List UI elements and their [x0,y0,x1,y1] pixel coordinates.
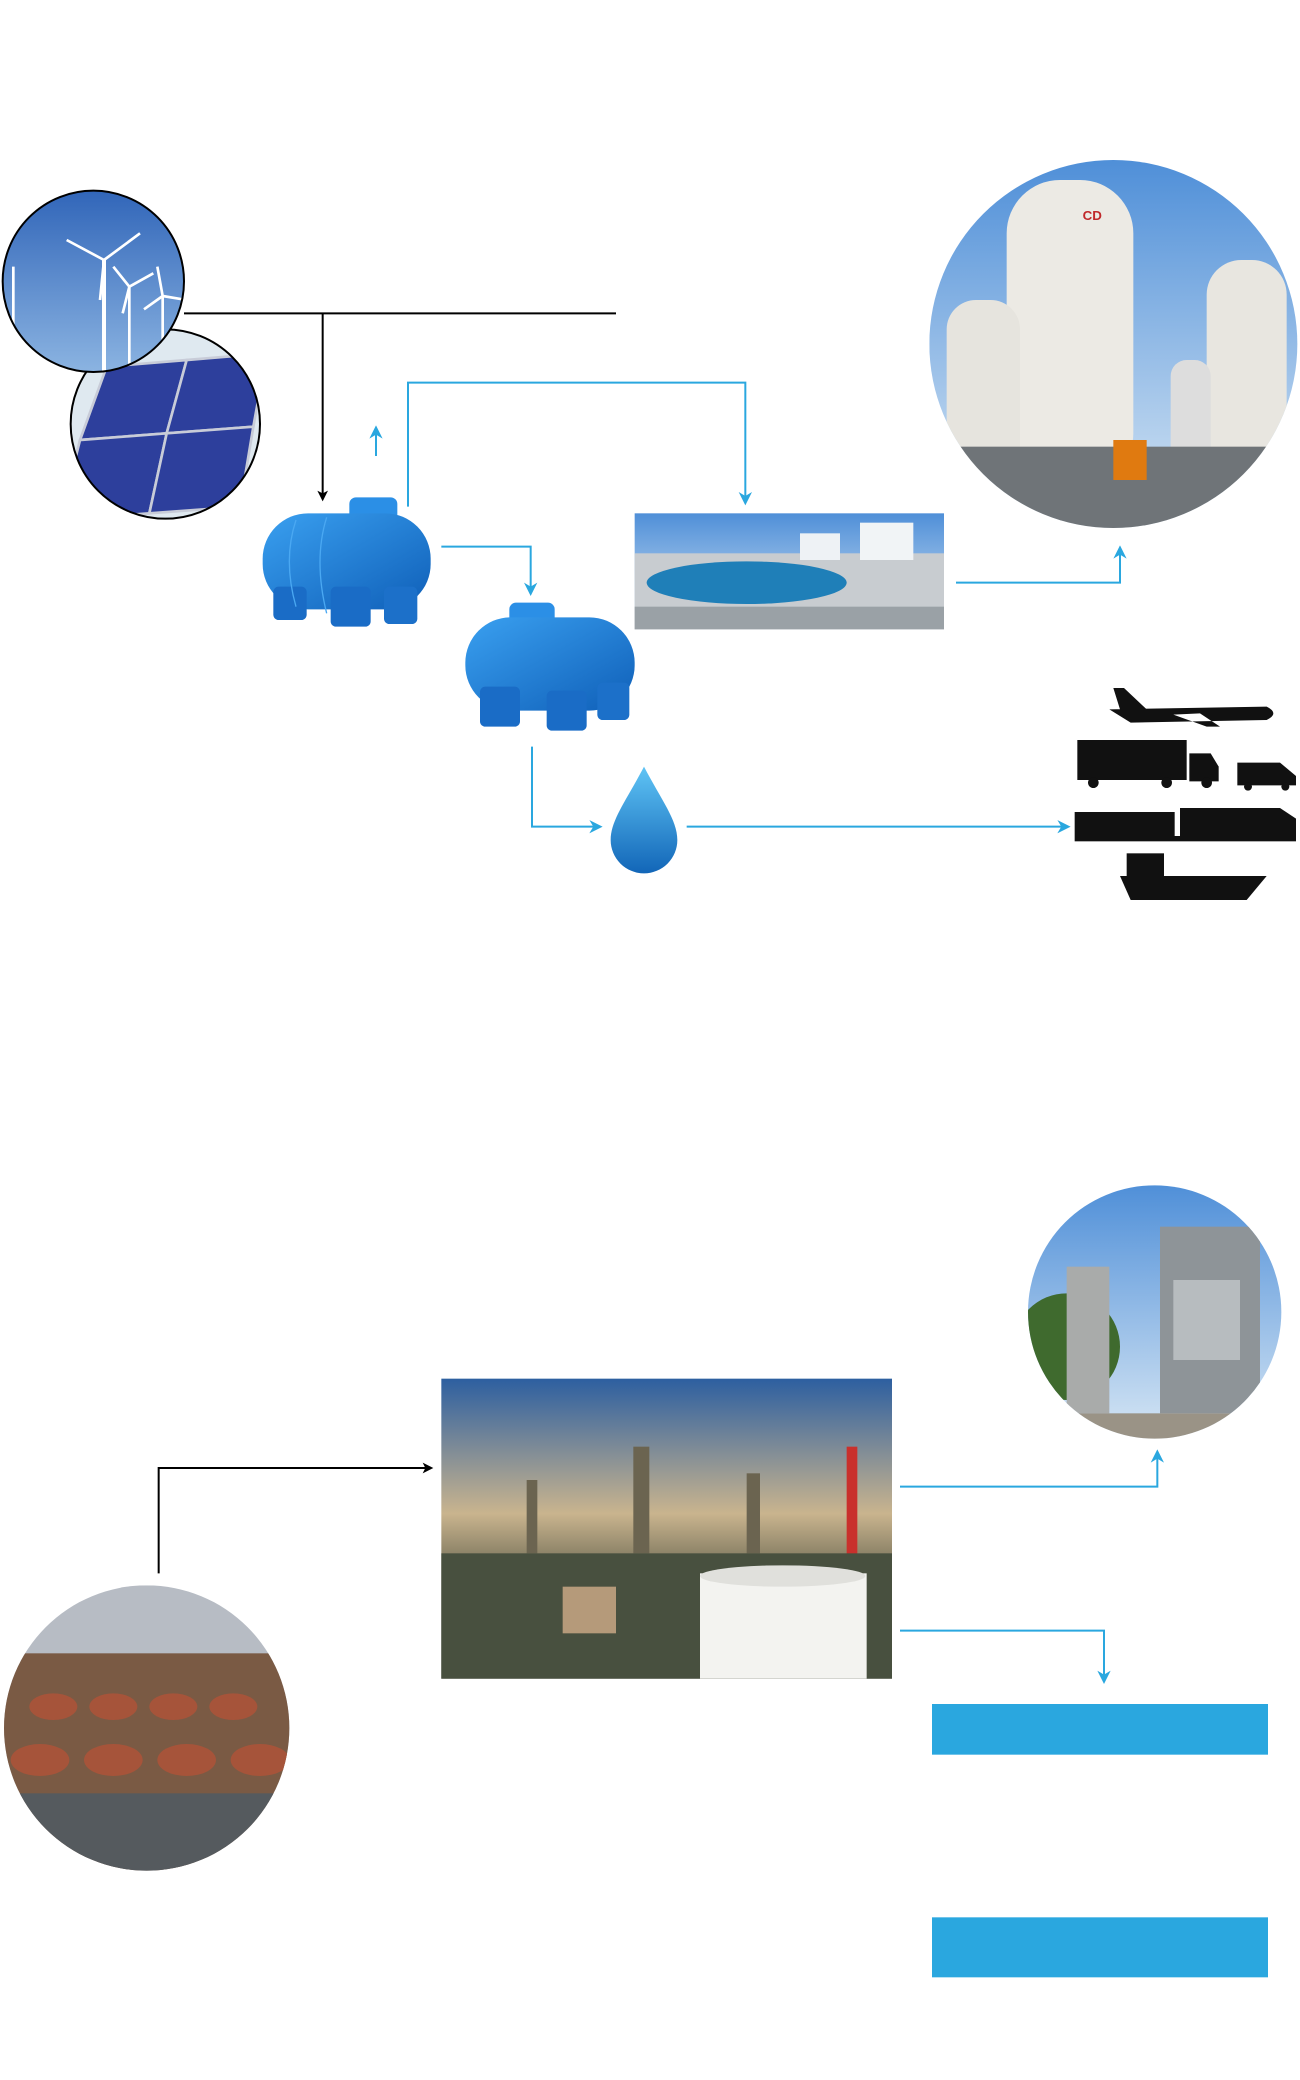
output-label-box [932,1704,1268,1755]
flow-arrows [157,1449,1164,1684]
svg-text:CD: CD [1083,208,1103,223]
water-treatment-photo [634,513,944,630]
refinery-photo [441,1378,892,1679]
airplane-icon [1109,688,1274,727]
water-tank [465,602,635,731]
train-icon [1074,808,1296,842]
waste-bins-photo [4,1585,290,1871]
output-label-box [932,1917,1268,1978]
wind-turbines-photo [2,190,184,372]
ship-icon [1120,853,1267,900]
water-tank [262,497,431,627]
truck-icon [1077,740,1219,788]
lng-storage-tanks-photo: CD [929,160,1298,528]
biogas-plant-photo [1028,1185,1282,1439]
van-icon [1237,762,1296,791]
flow-arrows [369,381,1127,834]
power-line [184,312,616,502]
solar-panels-photo [70,329,260,519]
water-drop-icon [610,766,678,874]
